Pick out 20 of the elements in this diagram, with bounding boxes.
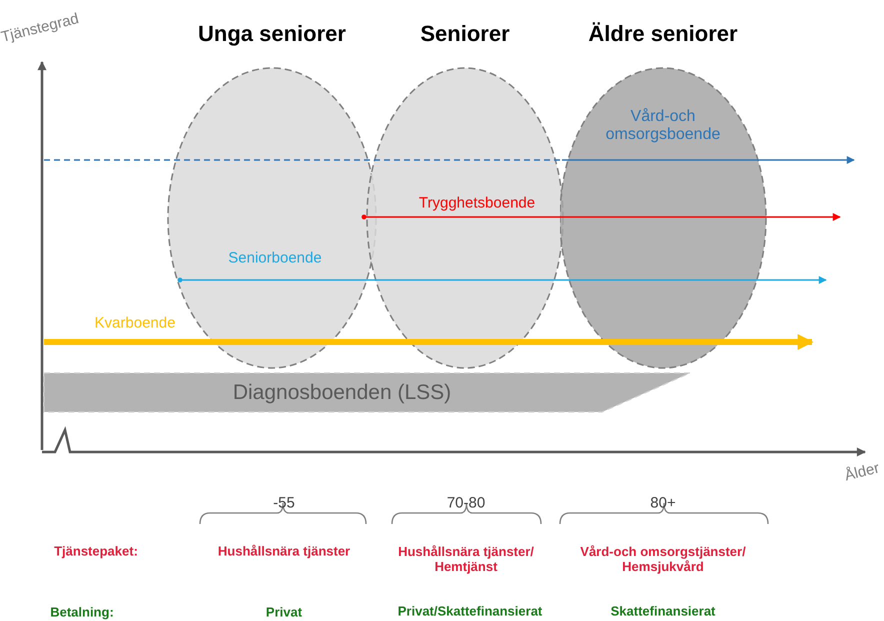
line-label: Vård-och omsorgsboende [604, 108, 722, 144]
table-text: Privat/Skattefinansierat [398, 604, 542, 618]
row-heading: Tjänstepaket: [54, 544, 138, 558]
row-heading: Betalning: [50, 604, 114, 620]
group-heading: Unga seniorer [198, 21, 346, 47]
line-label: Seniorboende [228, 250, 322, 266]
table-text: Hushållsnära tjänster/ Hemtjänst [397, 544, 535, 574]
group-heading: Seniorer [420, 21, 510, 47]
table-text: Skattefinansierat [610, 604, 716, 618]
table-text: Vård-och omsorgstjänster/ Hemsjukvård [579, 544, 747, 574]
line-label: Kvarboende [94, 314, 176, 332]
table-text: Privat [266, 604, 302, 620]
band-label: Diagnosboenden (LSS) [232, 381, 452, 405]
line-label: Trygghetsboende [418, 194, 536, 212]
axis-title: Ålder [842, 460, 882, 484]
table-text: Hushållsnära tjänster [218, 544, 350, 558]
age-range: -55 [273, 494, 295, 512]
group-heading: Äldre seniorer [588, 21, 738, 47]
age-range: 80+ [650, 494, 676, 512]
age-range: 70-80 [446, 494, 486, 512]
